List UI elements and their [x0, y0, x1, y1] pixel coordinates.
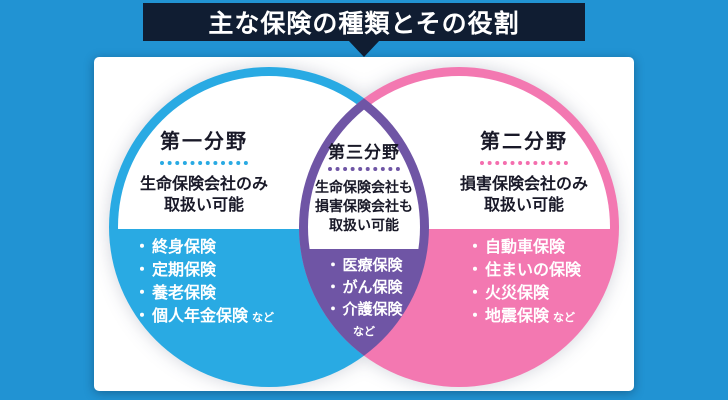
- etc-label: など: [553, 312, 576, 324]
- insurance-list: ・終身保険 ・定期保険 ・養老保険 ・個人年金保険など: [134, 236, 274, 330]
- first-sector-section: 第一分野 生命保険会社のみ 取扱い可能 ・終身保険 ・定期保険 ・養老保険 ・個…: [104, 131, 304, 330]
- list-item: ・自動車保険: [467, 236, 581, 259]
- venn-diagram: [109, 67, 619, 387]
- section-description: 生命保険会社のみ 取扱い可能: [104, 174, 304, 216]
- list-item: ・医療保険: [325, 255, 402, 277]
- insurance-list: ・医療保険 ・がん保険 ・介護保険: [325, 255, 402, 321]
- list-item: ・住まいの保険: [467, 259, 581, 282]
- bullet-marker: ・: [133, 262, 150, 279]
- item-label: 地震保険: [485, 308, 550, 325]
- diagram-card: 第一分野 生命保険会社のみ 取扱い可能 ・終身保険 ・定期保険 ・養老保険 ・個…: [94, 57, 634, 391]
- dotted-divider: [328, 167, 400, 171]
- description-line: 損害保険会社のみ: [459, 176, 588, 193]
- third-sector-section: 第三分野 生命保険会社も 損害保険会社も 取扱い可能 ・医療保険 ・がん保険 ・…: [294, 143, 434, 339]
- section-heading: 第三分野: [328, 143, 400, 162]
- page-title: 主な保険の種類とその役割: [208, 10, 520, 38]
- etc-label: など: [252, 312, 275, 324]
- description-line: 取扱い可能: [329, 217, 399, 233]
- description-line: 損害保険会社も: [315, 198, 413, 214]
- etc-label: など: [353, 326, 375, 338]
- dotted-divider: [160, 161, 248, 165]
- list-item: ・がん保険: [325, 277, 402, 299]
- list-item: ・定期保険: [134, 259, 274, 282]
- bullet-marker: ・: [325, 301, 341, 318]
- section-description: 損害保険会社のみ 取扱い可能: [424, 174, 624, 216]
- list-item: ・個人年金保険など: [134, 305, 274, 330]
- item-label: 医療保険: [342, 257, 403, 274]
- bullet-marker: ・: [133, 308, 150, 325]
- bullet-marker: ・: [466, 262, 483, 279]
- bullet-marker: ・: [466, 239, 483, 256]
- item-label: がん保険: [342, 279, 403, 296]
- item-label: 個人年金保険: [152, 308, 249, 325]
- item-label: 自動車保険: [485, 239, 566, 256]
- description-line: 取扱い可能: [483, 197, 564, 214]
- bullet-marker: ・: [466, 285, 483, 302]
- description-line: 生命保険会社のみ: [139, 176, 268, 193]
- item-label: 定期保険: [152, 262, 217, 279]
- item-label: 養老保険: [152, 285, 217, 302]
- description-line: 取扱い可能: [163, 197, 244, 214]
- list-item: ・火災保険: [467, 282, 581, 305]
- second-sector-section: 第二分野 損害保険会社のみ 取扱い可能 ・自動車保険 ・住まいの保険 ・火災保険…: [424, 131, 624, 330]
- dotted-divider: [480, 161, 568, 165]
- bullet-marker: ・: [466, 308, 483, 325]
- section-heading: 第一分野: [160, 131, 248, 153]
- arrow-down-icon: [348, 40, 380, 57]
- bullet-marker: ・: [325, 257, 341, 274]
- bullet-marker: ・: [133, 285, 150, 302]
- item-label: 終身保険: [152, 239, 217, 256]
- bullet-marker: ・: [133, 239, 150, 256]
- list-item: ・終身保険: [134, 236, 274, 259]
- description-line: 生命保険会社も: [315, 179, 413, 195]
- bullet-marker: ・: [325, 279, 341, 296]
- list-item: ・養老保険: [134, 282, 274, 305]
- list-item: ・地震保険など: [467, 305, 581, 330]
- item-label: 住まいの保険: [485, 262, 582, 279]
- item-label: 介護保険: [342, 301, 403, 318]
- title-banner: 主な保険の種類とその役割: [143, 3, 585, 41]
- section-description: 生命保険会社も 損害保険会社も 取扱い可能: [294, 178, 434, 235]
- section-heading: 第二分野: [480, 131, 568, 153]
- item-label: 火災保険: [485, 285, 550, 302]
- list-item: ・介護保険: [325, 299, 402, 321]
- insurance-list: ・自動車保険 ・住まいの保険 ・火災保険 ・地震保険など: [467, 236, 581, 330]
